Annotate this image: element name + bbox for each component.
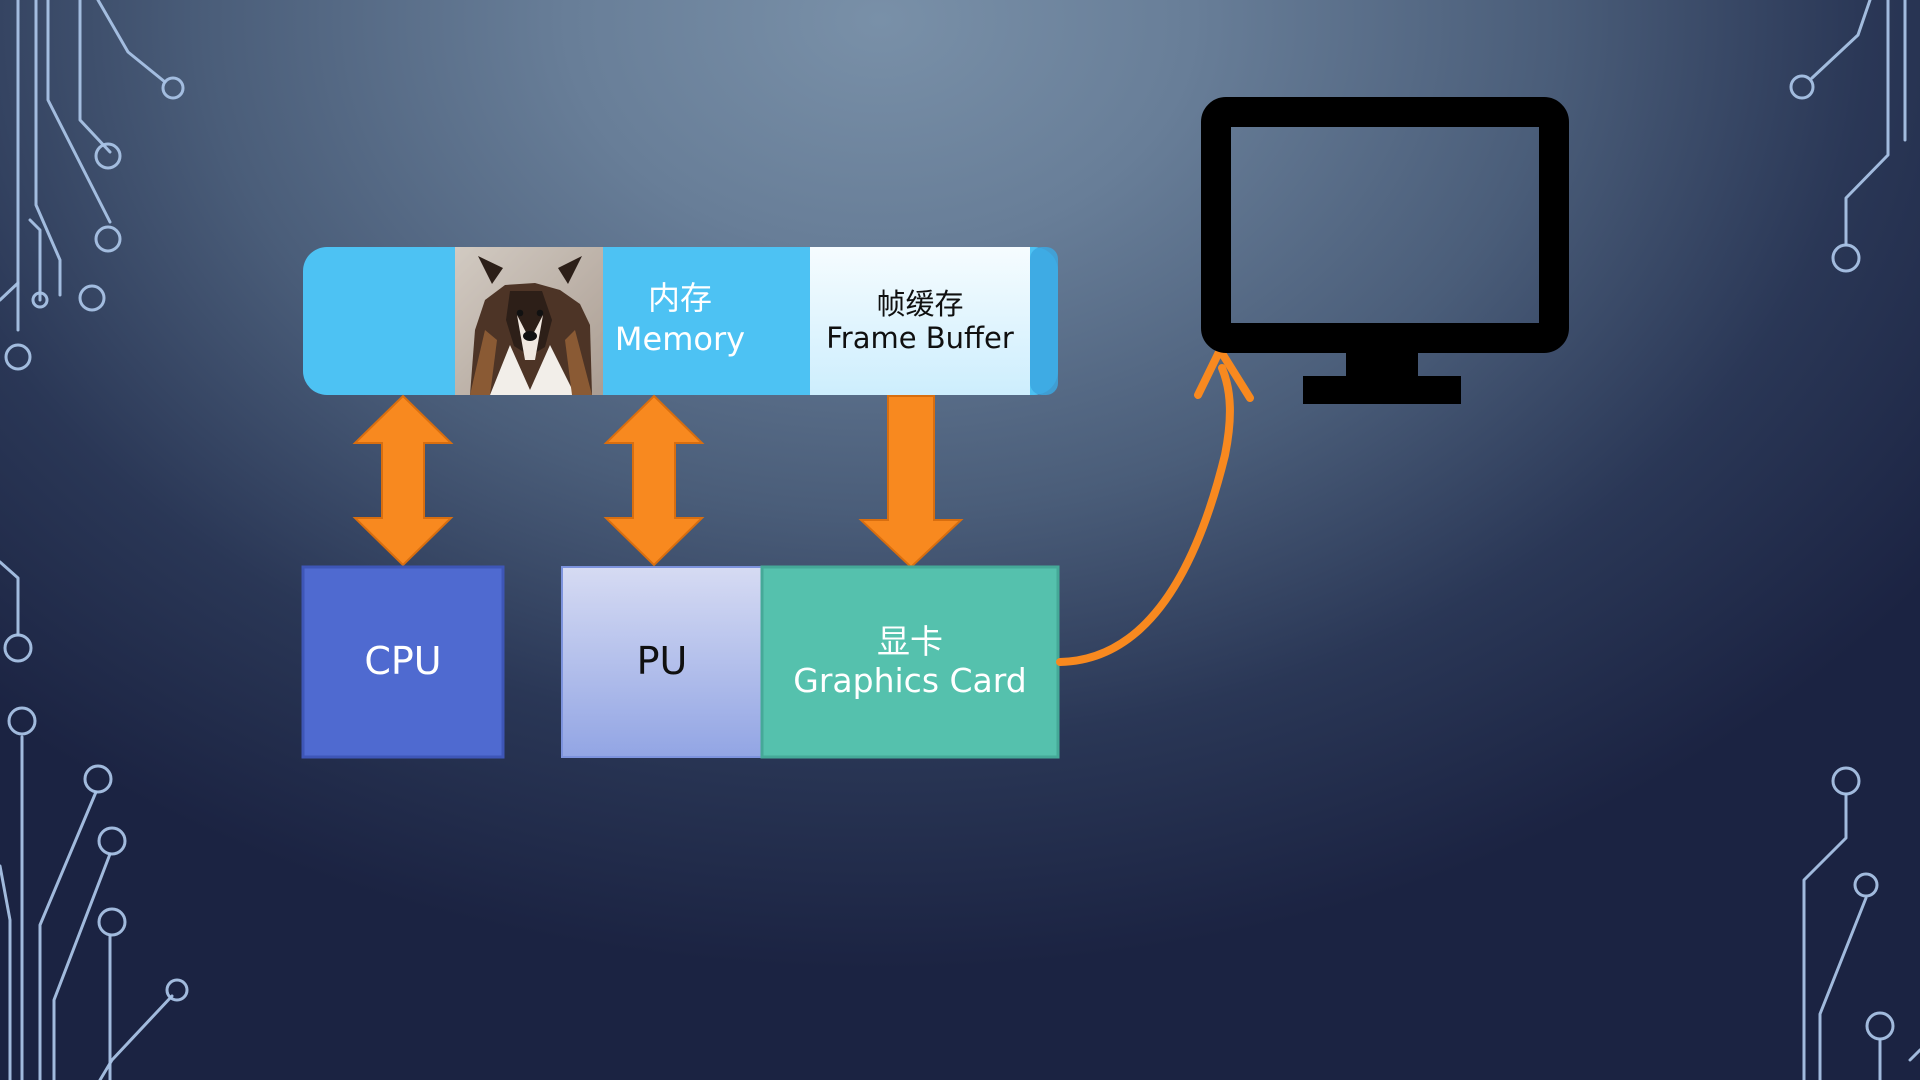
graphics-card-block: 显卡 Graphics Card	[760, 565, 1060, 759]
circuit-decoration-bottom-left	[0, 560, 189, 1080]
pu-label: PU	[637, 639, 688, 683]
graphics-card-en-label: Graphics Card	[793, 661, 1026, 700]
circuit-decoration-bottom-right	[1802, 766, 1920, 1080]
frame-buffer-en-label: Frame Buffer	[826, 321, 1014, 355]
cpu-memory-double-arrow	[352, 394, 454, 567]
cpu-block: CPU	[301, 565, 505, 759]
monitor-icon	[1201, 97, 1569, 404]
circuit-decoration-top-left	[0, 0, 185, 371]
framebuffer-graphics-arrow	[858, 395, 964, 569]
frame-buffer-cn-label: 帧缓存	[876, 287, 963, 321]
circuit-decoration-top-right	[1789, 0, 1907, 273]
graphics-to-monitor-arrow	[1056, 346, 1254, 666]
memory-cn-label: 内存	[648, 279, 712, 317]
frame-buffer-region	[810, 247, 1030, 395]
dog-photo	[455, 247, 603, 395]
cpu-label: CPU	[364, 639, 441, 683]
pu-memory-double-arrow	[603, 394, 705, 567]
memory-en-label: Memory	[615, 320, 745, 358]
pu-block: PU	[561, 566, 763, 758]
graphics-card-cn-label: 显卡	[877, 622, 943, 661]
